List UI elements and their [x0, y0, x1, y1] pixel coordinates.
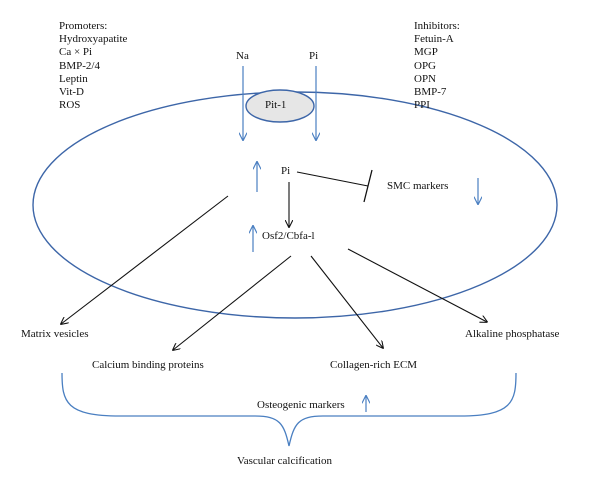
to-matrix-vesicles-arrow [61, 195, 229, 324]
inhibition-bar [363, 169, 373, 203]
pi-node-label: Pi [281, 165, 291, 177]
to-collagen-ecm-arrow [310, 255, 383, 348]
osf2-label: Osf2/Cbfa-l [262, 230, 315, 242]
inhibitors-title: Inhibitors: [414, 20, 460, 32]
promoter-item: Leptin [59, 72, 88, 85]
pi-input-label: Pi [309, 50, 319, 62]
promoters-list: Promoters: Hydroxyapatite Ca × Pi BMP-2/… [59, 20, 127, 112]
promoter-item: Vit-D [59, 86, 85, 99]
to-calcium-binding-arrow [173, 255, 292, 350]
matrix-vesicles-label: Matrix vesicles [21, 328, 89, 340]
vascular-calcification-label: Vascular calcification [237, 455, 332, 467]
inhibitor-item: OPN [414, 72, 437, 85]
alkaline-phosphatase-label: Alkaline phosphatase [465, 328, 560, 340]
inhibitor-item: BMP-7 [414, 86, 447, 99]
to-alkaline-phosphatase-arrow [347, 248, 487, 322]
inhibitors-list: Inhibitors: Fetuin-A MGP OPG OPN BMP-7 P… [414, 20, 460, 112]
calcium-binding-label: Calcium binding proteins [92, 359, 204, 371]
inhibitor-item: Fetuin-A [414, 33, 454, 46]
inhibitor-item: MGP [414, 46, 438, 59]
promoters-title: Promoters: [59, 20, 108, 32]
collagen-ecm-label: Collagen-rich ECM [330, 359, 418, 371]
cell-membrane [32, 91, 558, 319]
smc-markers-label: SMC markers [387, 180, 449, 192]
pit1-channel [245, 89, 315, 123]
inhibitor-item: PPI [414, 99, 430, 112]
promoter-item: BMP-2/4 [59, 59, 100, 72]
promoter-item: ROS [59, 99, 81, 112]
osteogenic-markers-label: Osteogenic markers [257, 399, 345, 411]
na-label: Na [236, 50, 249, 62]
promoter-item: Ca × Pi [59, 46, 93, 59]
osteogenic-brace [61, 372, 517, 447]
pi-inhibits-smc-line [296, 171, 369, 187]
pit1-label: Pit-1 [265, 99, 287, 111]
promoter-item: Hydroxyapatite [59, 33, 128, 46]
inhibitor-item: OPG [414, 59, 437, 72]
